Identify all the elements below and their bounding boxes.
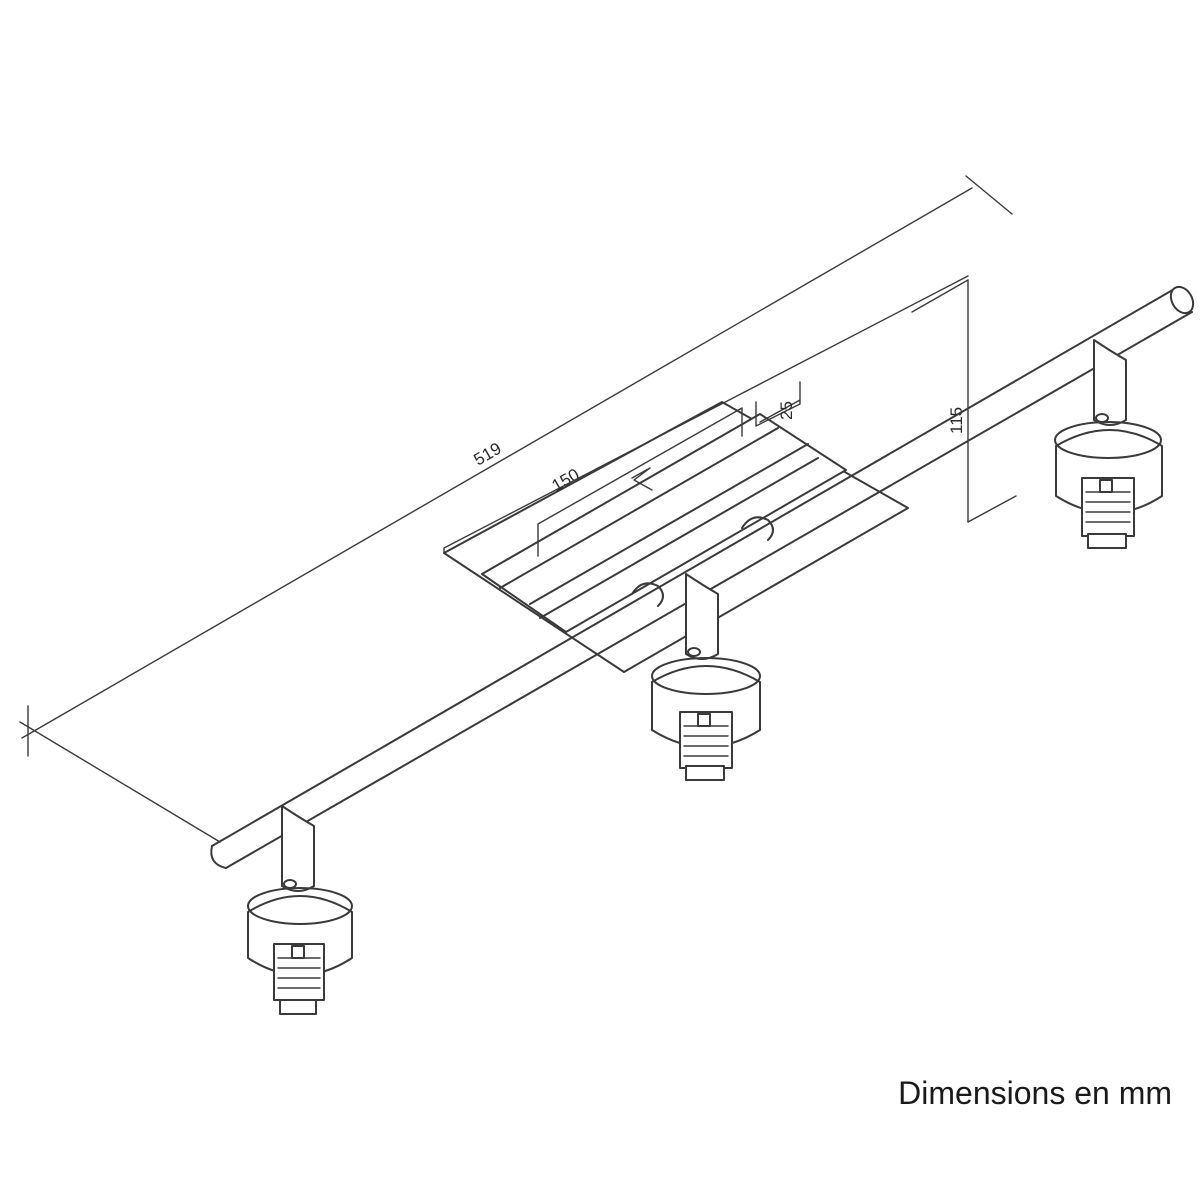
plate-thickness-label: 25 <box>777 401 796 420</box>
height-label: 115 <box>947 407 966 434</box>
mounting-plate: 150 25 <box>443 381 909 673</box>
height-dimension: 115 <box>443 275 1017 554</box>
units-caption: Dimensions en mm <box>898 1075 1172 1111</box>
spotlight-middle <box>651 573 761 781</box>
spotlight-left <box>247 805 353 1015</box>
length-label: 519 <box>471 439 505 470</box>
spotlight-right <box>1054 339 1163 549</box>
